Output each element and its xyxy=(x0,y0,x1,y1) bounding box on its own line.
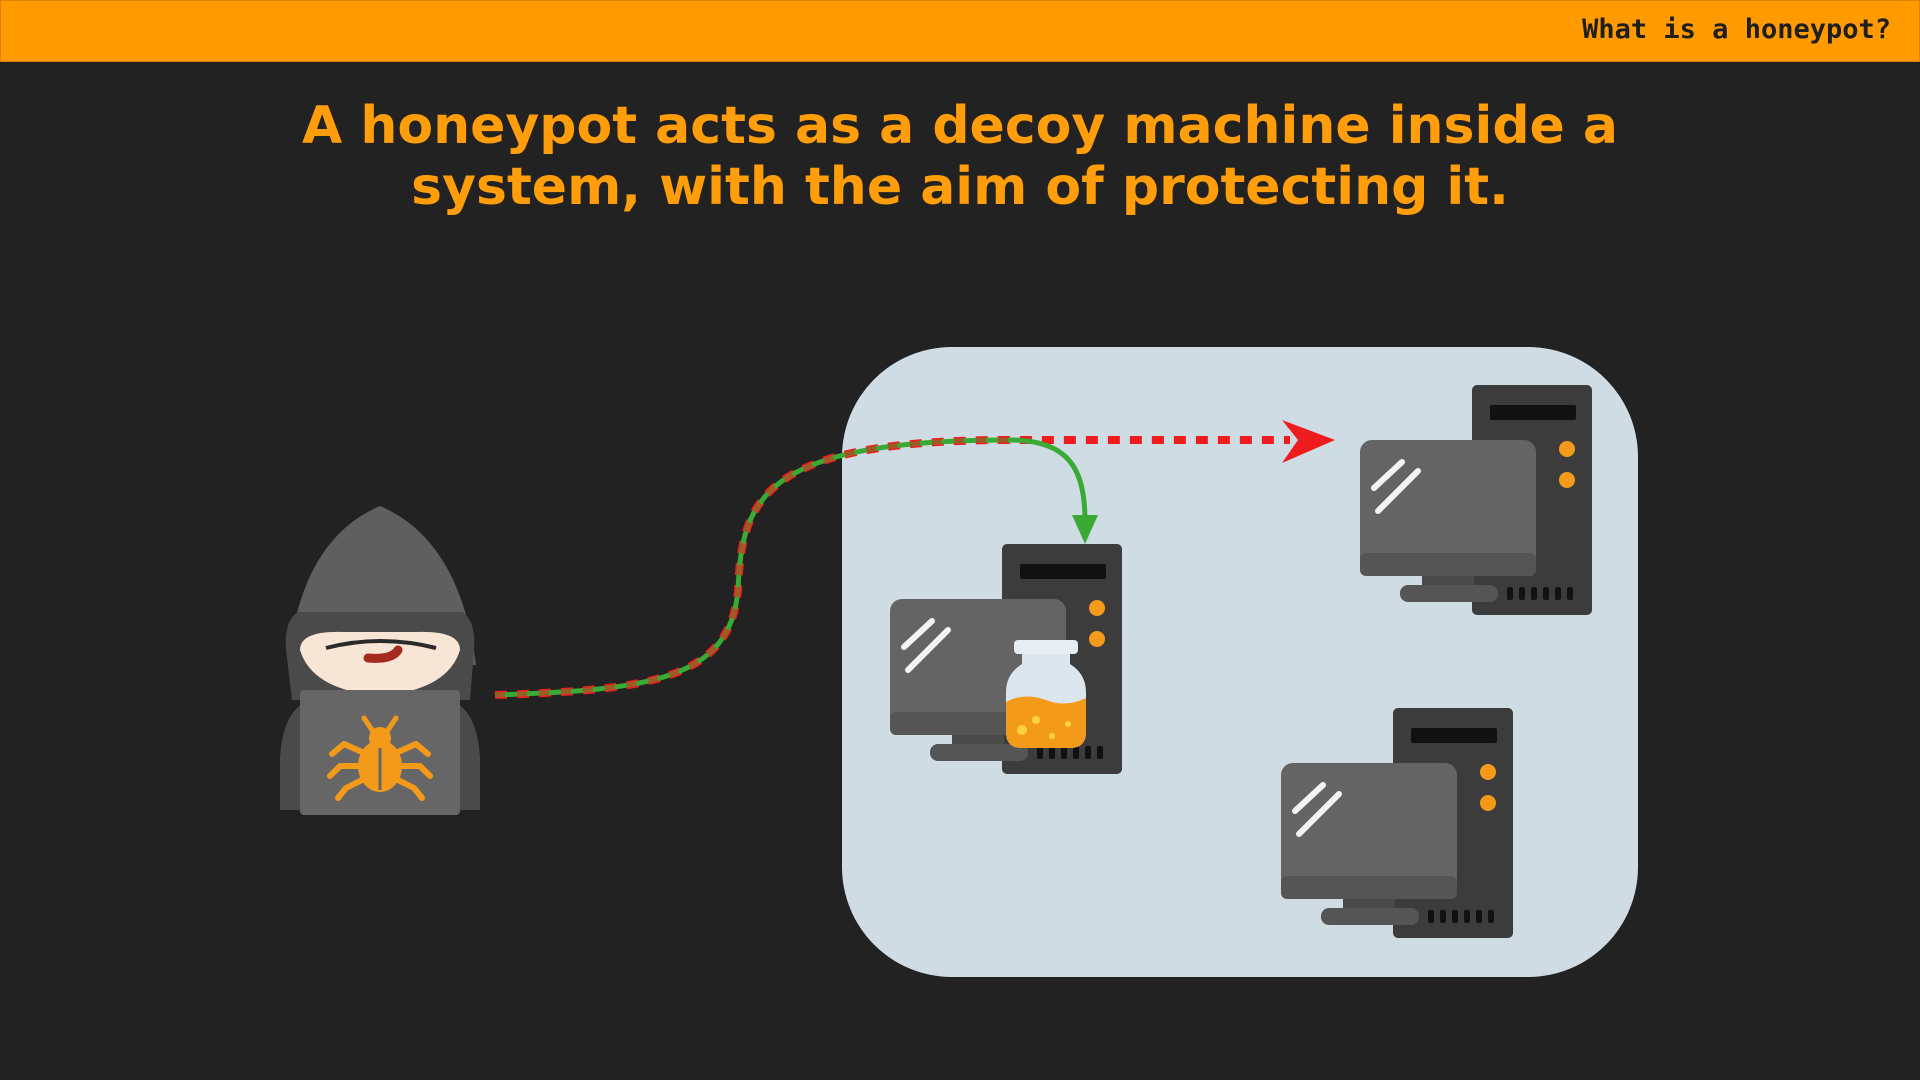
diverted-attack-path xyxy=(494,437,1098,698)
bug-icon xyxy=(327,715,433,801)
headline: A honeypot acts as a decoy machine insid… xyxy=(180,96,1740,218)
top-bar: What is a honeypot? xyxy=(0,0,1920,62)
slide-title: What is a honeypot? xyxy=(1582,14,1891,45)
honey-jar-icon xyxy=(1006,640,1086,748)
headline-line-2: system, with the aim of protecting it. xyxy=(411,157,1509,217)
headline-line-1: A honeypot acts as a decoy machine insid… xyxy=(301,96,1619,156)
